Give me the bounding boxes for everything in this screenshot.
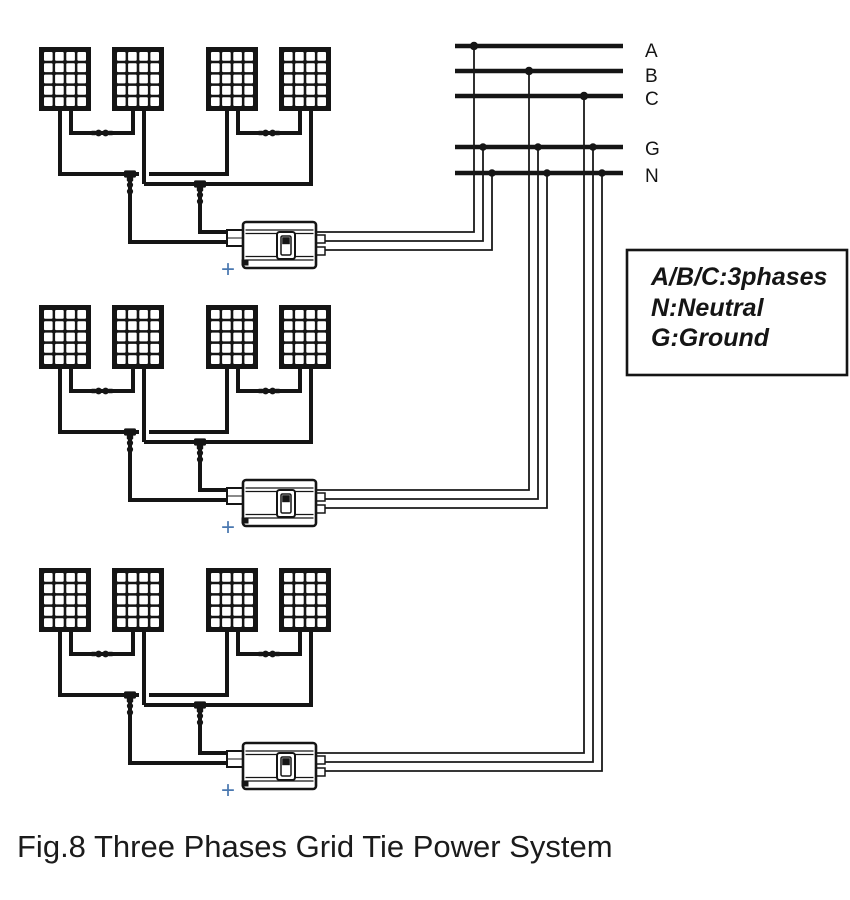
junction-dot-ground-3 <box>589 143 597 151</box>
wire-inverter1-neutral <box>316 173 493 251</box>
figure-caption: Fig.8 Three Phases Grid Tie Power System <box>17 829 613 864</box>
junction-dot-phase-c <box>579 91 589 101</box>
legend-line-ground: G:Ground <box>651 324 770 352</box>
wire-inverter2-phase-b <box>316 71 530 491</box>
junction-dot-neutral-3 <box>598 169 606 177</box>
junction-dot-neutral-2 <box>543 169 551 177</box>
bus-label-phase-c: C <box>645 89 659 110</box>
bus-labels: A B C G N <box>645 41 660 187</box>
bus-label-ground: G <box>645 139 660 160</box>
bus-junction-dots <box>469 41 606 177</box>
junction-dot-ground-2 <box>534 143 542 151</box>
wire-inverter2-neutral <box>316 173 548 509</box>
inverter-ac-drop-wires <box>316 46 603 772</box>
junction-dot-phase-b <box>524 66 534 76</box>
wire-inverter1-phase-a <box>316 46 475 233</box>
wire-inverter3-neutral <box>316 173 603 772</box>
junction-dot-neutral-1 <box>488 169 496 177</box>
wire-inverter2-ground <box>316 147 539 500</box>
wire-inverter3-ground <box>316 147 594 763</box>
junction-dot-ground-1 <box>479 143 487 151</box>
legend-box <box>625 248 849 377</box>
bus-label-phase-b: B <box>645 66 658 87</box>
wire-inverter3-phase-c <box>316 96 585 754</box>
legend: A/B/C:3phases N:Neutral G:Ground <box>625 248 849 377</box>
wire-inverter1-ground <box>316 147 484 242</box>
inverter3-positive-mark: + <box>221 777 235 804</box>
junction-dot-phase-a <box>469 41 479 51</box>
legend-line-phases: A/B/C:3phases <box>650 263 828 291</box>
inverter2-positive-mark: + <box>221 514 235 541</box>
bus-label-phase-a: A <box>645 41 658 62</box>
inverter1-positive-mark: + <box>221 256 235 283</box>
bus-label-neutral: N <box>645 166 659 187</box>
legend-line-neutral: N:Neutral <box>651 294 765 322</box>
